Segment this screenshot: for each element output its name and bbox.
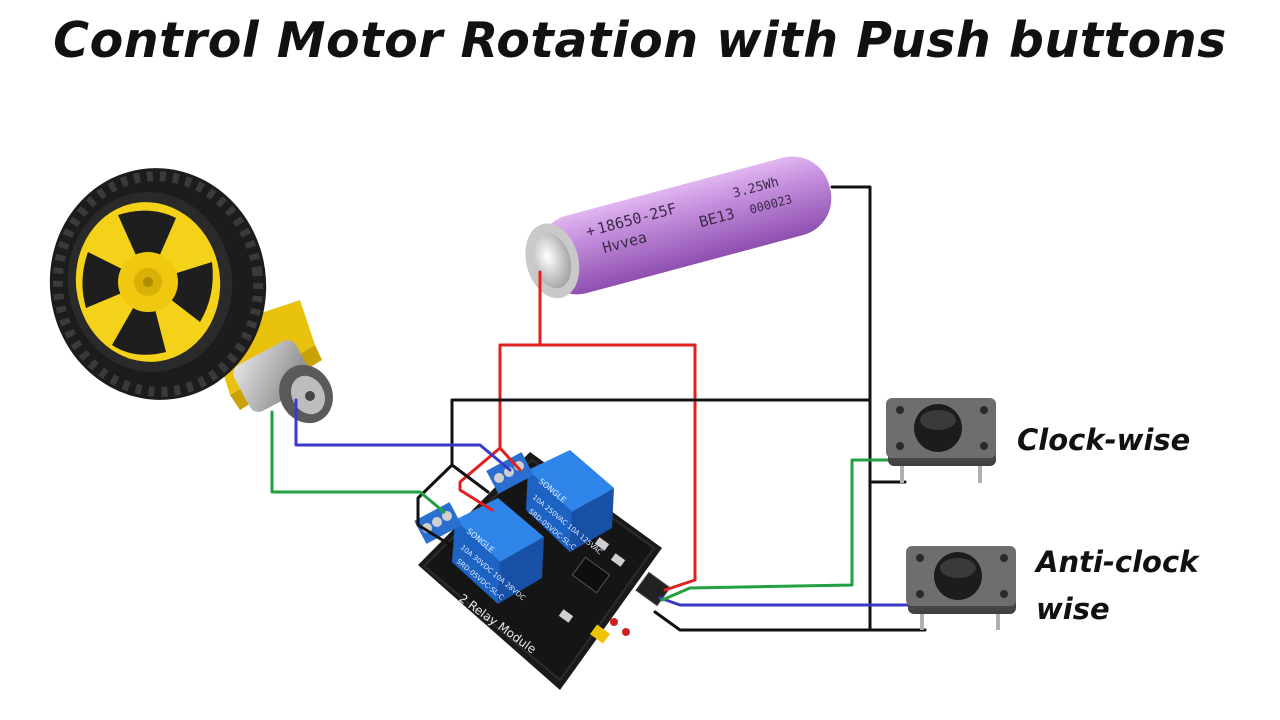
wire-black-relay bbox=[416, 463, 454, 548]
clockwise-label: Clock-wise bbox=[1017, 423, 1191, 457]
diagram-title: Control Motor Rotation with Push buttons bbox=[53, 12, 1227, 69]
wire-red-relay bbox=[458, 446, 502, 512]
battery-plus-text: + bbox=[584, 221, 597, 241]
wire-red-battery bbox=[498, 270, 542, 472]
wire-green-cw bbox=[660, 458, 900, 602]
wheel-rim bbox=[75, 202, 221, 362]
wires bbox=[270, 185, 927, 632]
anticlockwise-label-line2: wise bbox=[1036, 592, 1110, 626]
relay-1: SONGLE 10A 250VAC 10A 125VAC SRD-05VDC-S… bbox=[526, 450, 614, 557]
battery-18650: 18650-25F + Hvvea BE13 3.25Wh 000023 bbox=[525, 156, 832, 299]
motor-can bbox=[233, 340, 333, 424]
wire-green-motor bbox=[270, 410, 446, 514]
wire-black-top bbox=[450, 398, 872, 494]
anticlockwise-push-button[interactable] bbox=[906, 546, 1016, 630]
anticlockwise-label-line1: Anti-clock bbox=[1036, 545, 1199, 579]
wire-blue-motor bbox=[294, 398, 512, 472]
dc-motor-wheel bbox=[49, 168, 333, 424]
relay-module: 2 Relay Module SONGLE 10A 250VAC 10A 125… bbox=[414, 450, 671, 690]
wire-blue-acw bbox=[658, 596, 917, 607]
clockwise-push-button[interactable] bbox=[886, 398, 996, 483]
wire-red-battery-2 bbox=[538, 343, 697, 592]
